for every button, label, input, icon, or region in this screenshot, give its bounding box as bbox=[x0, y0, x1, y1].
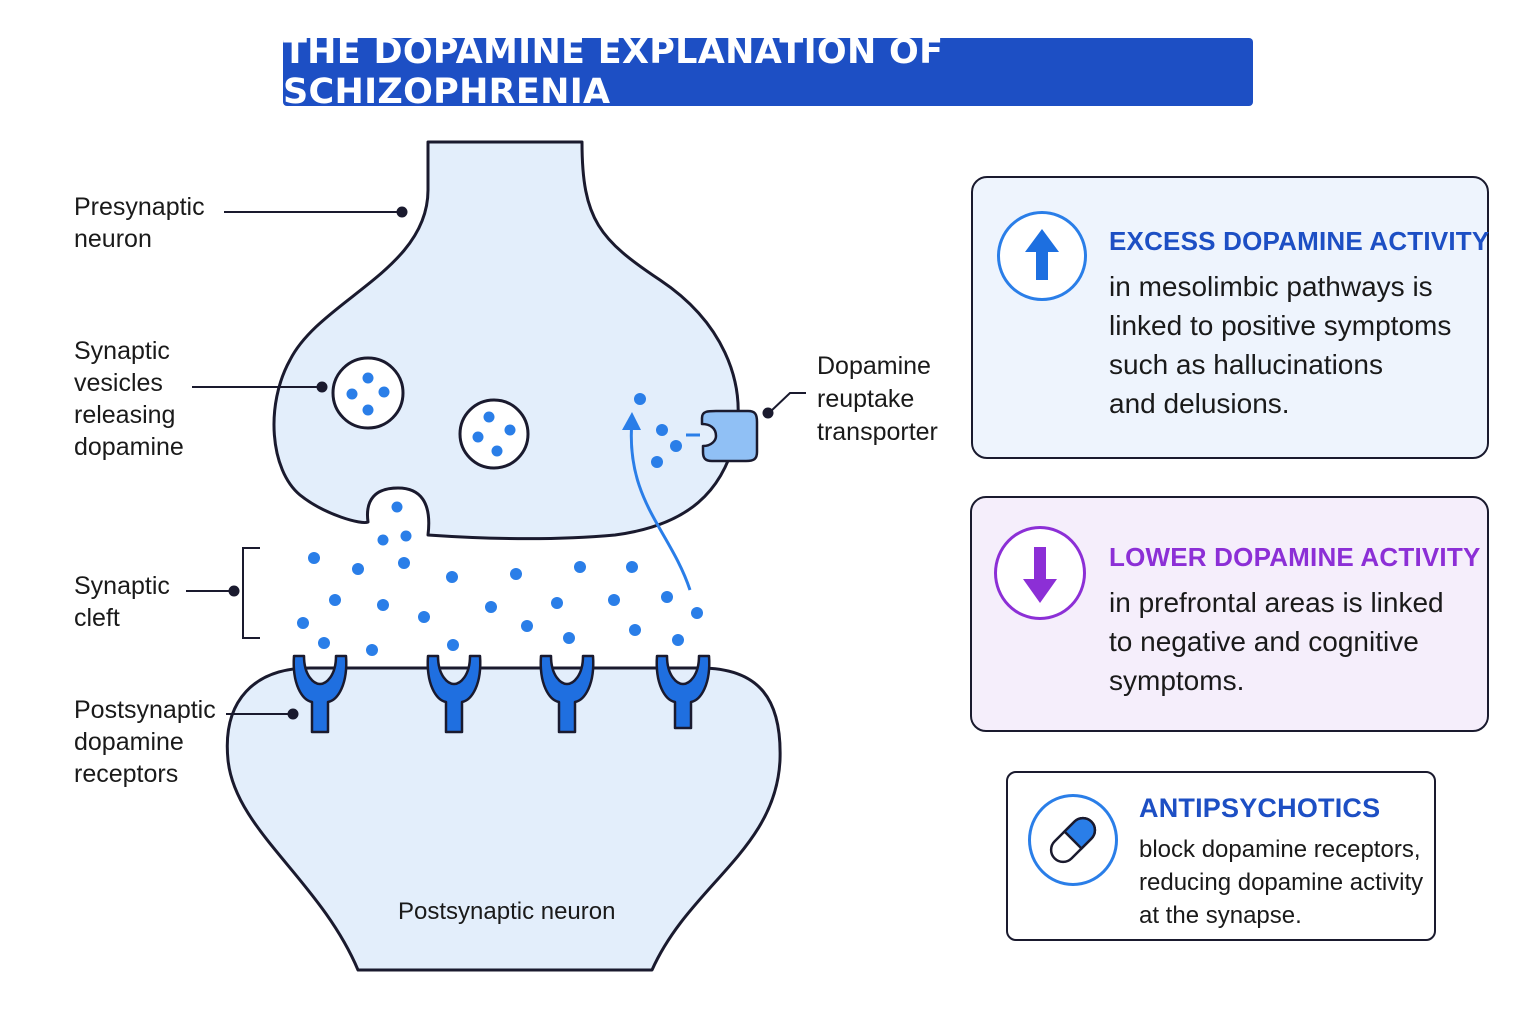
card-heading: ANTIPSYCHOTICS bbox=[1139, 793, 1381, 823]
card-body: in prefrontal areas is linked to negativ… bbox=[1109, 587, 1444, 696]
card-excess-dopamine: EXCESS DOPAMINE ACTIVITY in mesolimbic p… bbox=[971, 176, 1489, 459]
label-synaptic-vesicles: Synaptic vesicles releasing dopamine bbox=[74, 337, 184, 461]
title-bar: THE DOPAMINE EXPLANATION OF SCHIZOPHRENI… bbox=[283, 32, 1253, 112]
reuptake-dopamine bbox=[634, 393, 682, 468]
dopamine-receptor bbox=[292, 654, 711, 734]
page-title: THE DOPAMINE EXPLANATION OF SCHIZOPHRENI… bbox=[283, 32, 944, 112]
cleft-bracket bbox=[242, 547, 260, 639]
card-body: in mesolimbic pathways is linked to posi… bbox=[1109, 271, 1452, 419]
pill-icon bbox=[1028, 794, 1118, 886]
label-reuptake-transporter: Dopamine reuptake transporter bbox=[817, 352, 938, 446]
leader-lines bbox=[186, 206, 806, 720]
synaptic-vesicle bbox=[458, 398, 530, 470]
releasing-dopamine bbox=[377, 501, 412, 546]
presynaptic-neuron-shape bbox=[272, 140, 740, 541]
label-postsynaptic-receptors: Postsynaptic dopamine receptors bbox=[74, 696, 216, 788]
label-synaptic-cleft: Synaptic cleft bbox=[74, 572, 170, 632]
card-heading: LOWER DOPAMINE ACTIVITY bbox=[1109, 542, 1481, 572]
card-body: block dopamine receptors, reducing dopam… bbox=[1139, 836, 1424, 929]
arrow-up-icon bbox=[997, 211, 1087, 301]
card-lower-dopamine: LOWER DOPAMINE ACTIVITY in prefrontal ar… bbox=[970, 496, 1489, 732]
synaptic-vesicle bbox=[331, 356, 405, 430]
card-heading: EXCESS DOPAMINE ACTIVITY bbox=[1109, 226, 1490, 256]
arrow-down-icon bbox=[994, 526, 1086, 620]
label-postsynaptic-neuron: Postsynaptic neuron bbox=[398, 898, 616, 925]
label-presynaptic-neuron: Presynaptic neuron bbox=[74, 193, 205, 253]
dopamine-molecules bbox=[297, 552, 703, 656]
card-antipsychotics: ANTIPSYCHOTICS block dopamine receptors,… bbox=[1006, 771, 1436, 941]
reuptake-arrowhead bbox=[622, 412, 641, 430]
reuptake-arrow bbox=[629, 419, 692, 591]
reuptake-transporter bbox=[700, 409, 759, 463]
